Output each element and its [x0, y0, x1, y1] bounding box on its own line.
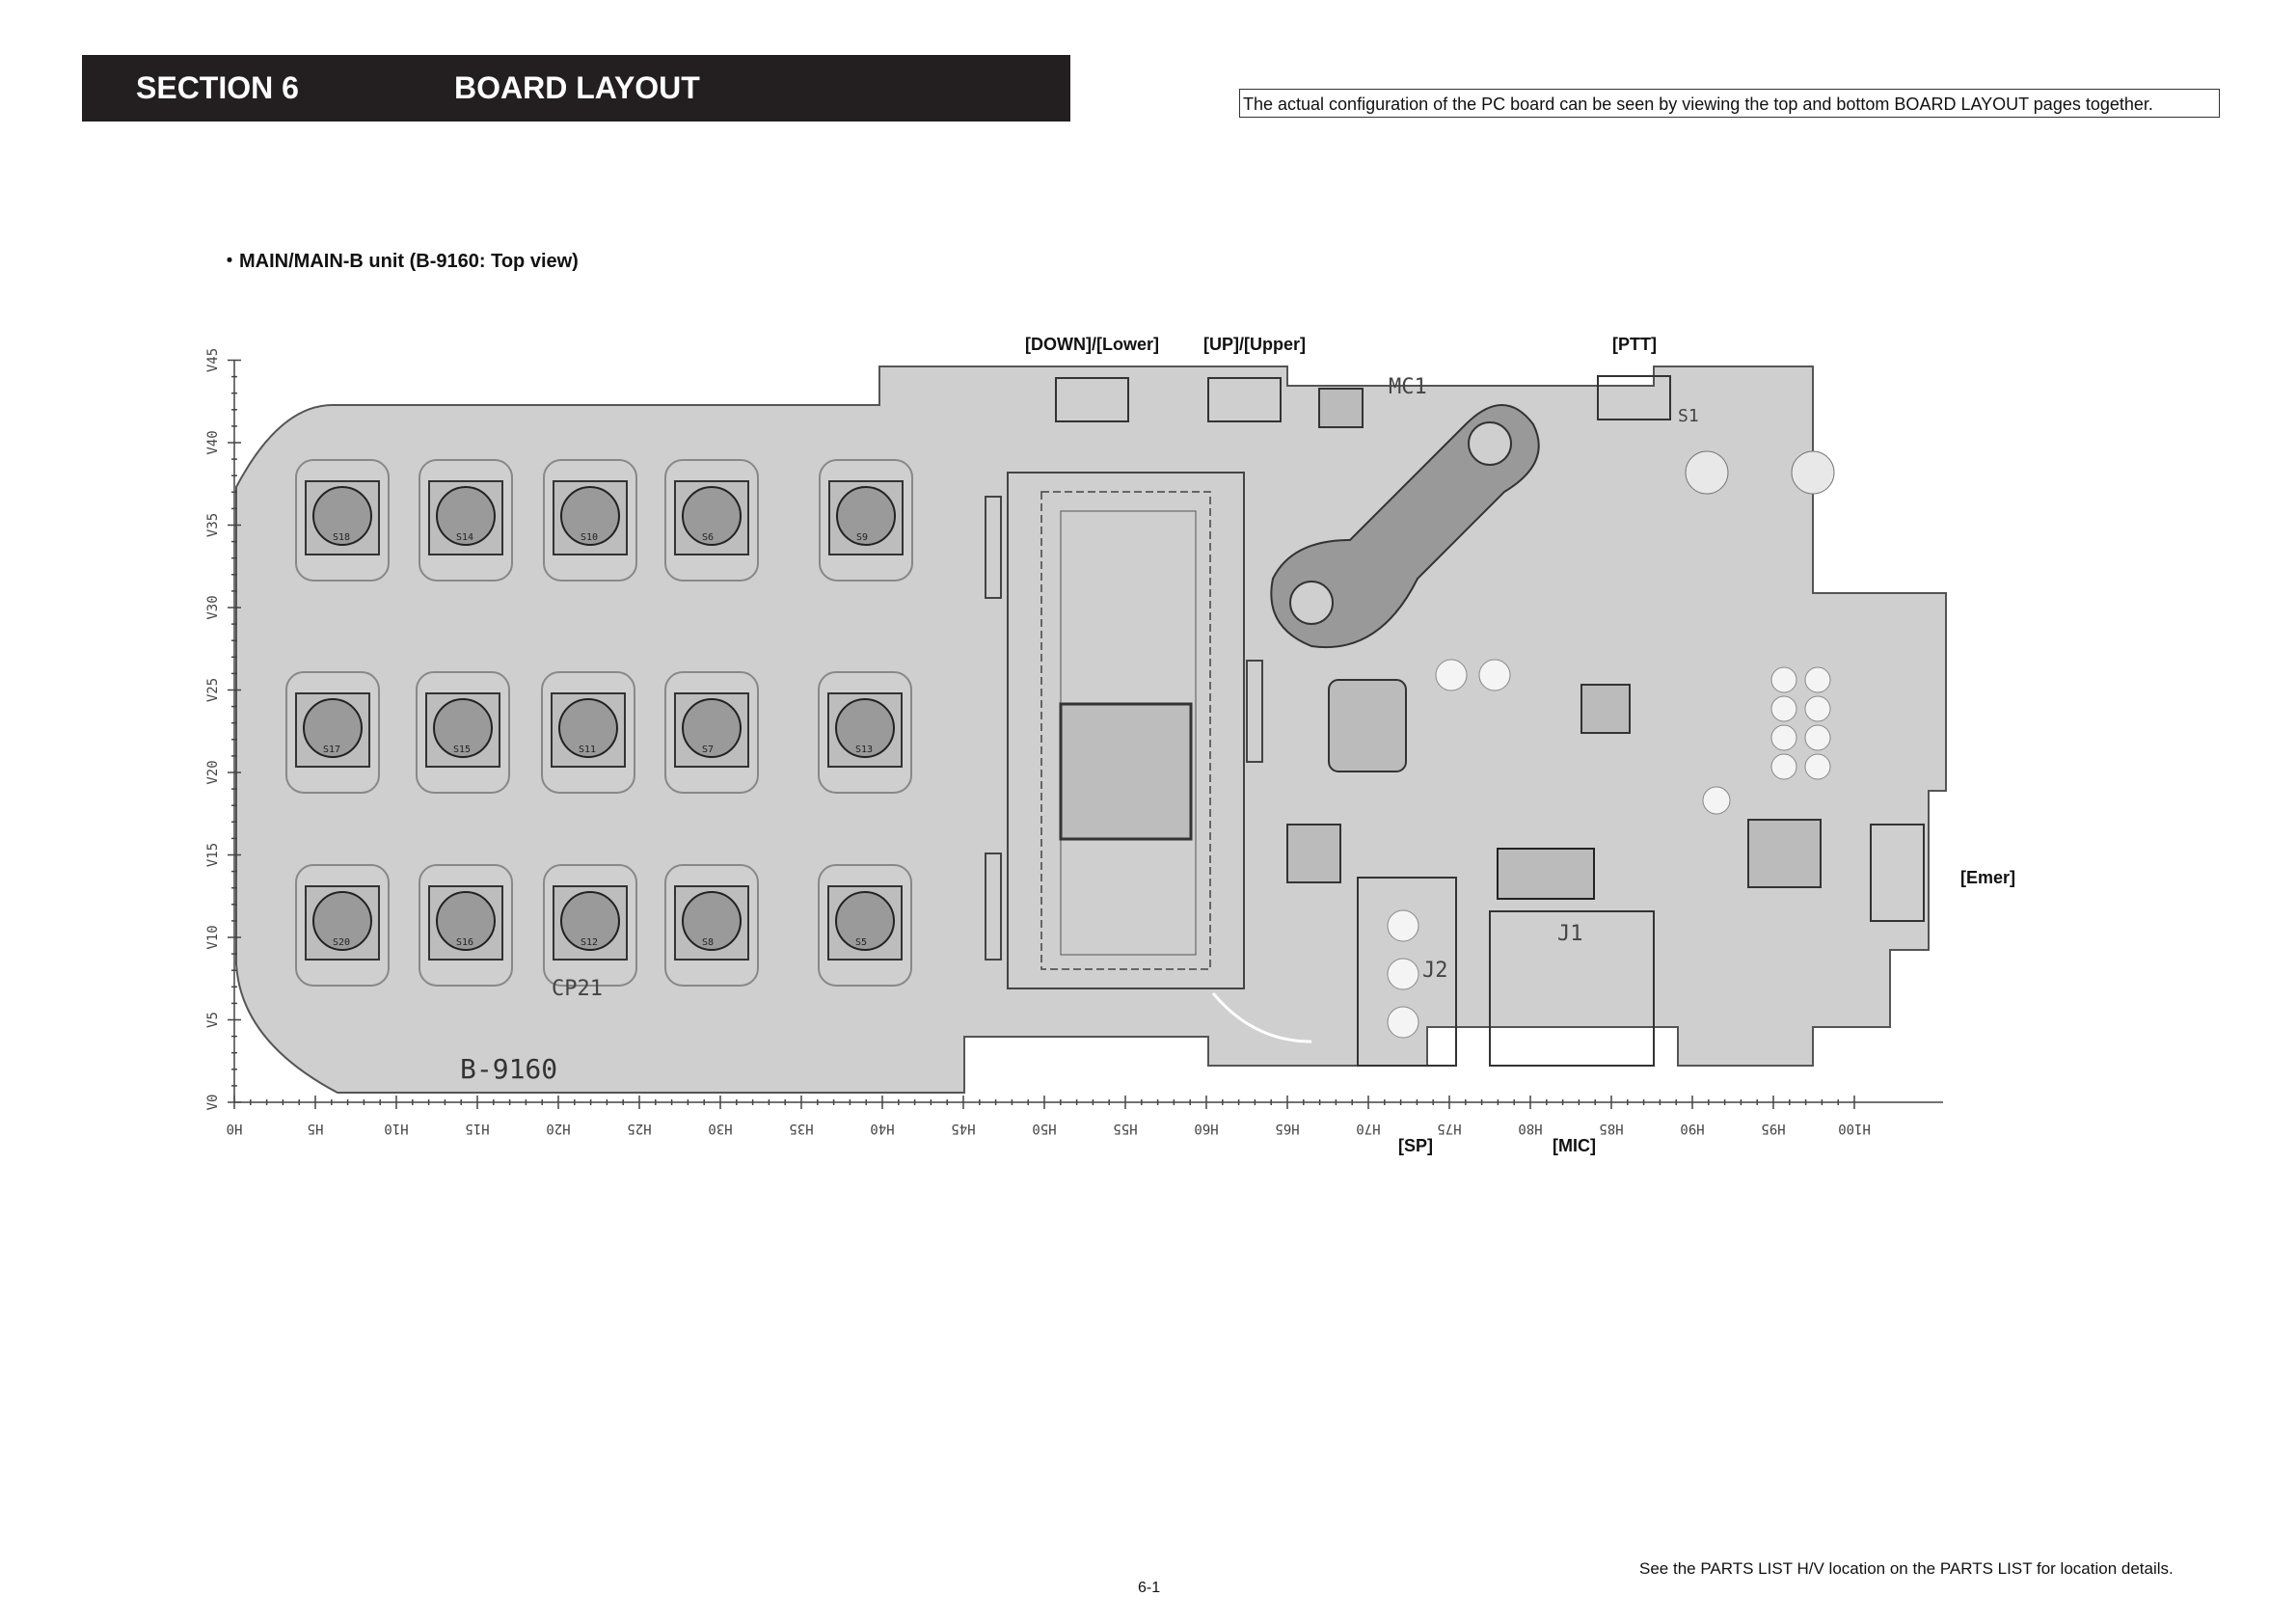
key-switch-label: S16 [456, 937, 473, 948]
cpu-ic [1059, 702, 1193, 841]
mc1-slot [1270, 404, 1540, 649]
callout-ptt: [PTT] [1612, 335, 1657, 354]
s2-up-switch [1207, 377, 1282, 422]
v-ruler-label: V45 [205, 348, 221, 372]
silk-j2: J2 [1422, 959, 1448, 983]
h-ruler-label: H75 [1437, 1121, 1461, 1136]
section-title: BOARD LAYOUT [454, 70, 700, 105]
key-switch: S6 [664, 459, 759, 582]
v-ruler-label: V0 [205, 1095, 221, 1111]
key-switch: S14 [419, 459, 513, 582]
key-switch: S5 [818, 864, 912, 987]
section-header: SECTION 6 BOARD LAYOUT [82, 55, 1070, 122]
silk-s1: S1 [1678, 406, 1699, 426]
key-switch: S10 [543, 459, 637, 582]
key-switch-label: S9 [856, 532, 868, 543]
s-emer-switch [1870, 824, 1925, 922]
h-ruler-label: H50 [1032, 1121, 1056, 1136]
key-switch: S17 [285, 671, 380, 794]
parts-list-note: See the PARTS LIST H/V location on the P… [1639, 1559, 2174, 1578]
page-number: 6-1 [1138, 1580, 1161, 1596]
h-ruler-label: H90 [1680, 1121, 1704, 1136]
key-switch-label: S15 [453, 744, 471, 755]
h-ruler-label: H70 [1356, 1121, 1380, 1136]
callout-down-lower: [DOWN]/[Lower] [1025, 335, 1159, 354]
key-switch-label: S11 [579, 744, 596, 755]
v-ruler-label: V35 [205, 513, 221, 537]
key-switch-label: S17 [323, 744, 340, 755]
silk-mc1: MC1 [1389, 375, 1427, 399]
h-ruler-label: H65 [1275, 1121, 1299, 1136]
lcd-connector-outline [1007, 472, 1245, 989]
v-ruler-label: V25 [205, 678, 221, 702]
key-switch-label: S14 [456, 532, 473, 543]
silk-cp21: CP21 [552, 977, 603, 1001]
s3-down-switch [1055, 377, 1129, 422]
key-switch-label: S20 [333, 937, 350, 948]
h-ruler-label: H15 [465, 1121, 489, 1136]
section-number: SECTION 6 [136, 70, 299, 105]
v-ruler-label: V5 [205, 1012, 221, 1028]
h-ruler-label: H95 [1761, 1121, 1785, 1136]
key-switch-label: S8 [702, 937, 714, 948]
callout-up-upper: [UP]/[Upper] [1203, 335, 1306, 354]
key-switch: S18 [295, 459, 390, 582]
h-ruler-label: H5 [308, 1121, 324, 1136]
v-ruler-label: V15 [205, 843, 221, 867]
v-ruler-label: V40 [205, 430, 221, 454]
key-switch: S16 [419, 864, 513, 987]
h-ruler-label: H85 [1599, 1121, 1623, 1136]
unit-title: ・MAIN/MAIN-B unit (B-9160: Top view) [220, 251, 579, 272]
v-ruler-label: V30 [205, 595, 221, 619]
h-ruler-label: H25 [627, 1121, 651, 1136]
callout-sp: [SP] [1398, 1136, 1433, 1155]
h-ruler-label: H80 [1518, 1121, 1542, 1136]
key-switch: S7 [664, 671, 759, 794]
h-ruler-label: H60 [1194, 1121, 1218, 1136]
silk-j1: J1 [1557, 922, 1583, 946]
key-switch: S8 [664, 864, 759, 987]
key-switch-label: S18 [333, 532, 350, 543]
h-ruler-label: H30 [708, 1121, 732, 1136]
board-id-label: B-9160 [460, 1053, 557, 1085]
j2-jack [1357, 877, 1457, 1067]
board-config-note: The actual configuration of the PC board… [1239, 89, 2220, 118]
h-ruler-label: H40 [870, 1121, 894, 1136]
callout-mic: [MIC] [1553, 1136, 1596, 1155]
key-switch-label: S6 [702, 532, 714, 543]
h-ruler-label: H55 [1113, 1121, 1137, 1136]
j1-jack [1489, 910, 1655, 1067]
s1-ptt-switch [1597, 375, 1671, 420]
key-switch-label: S13 [855, 744, 873, 755]
key-switch: S13 [818, 671, 912, 794]
v-ruler-label: V10 [205, 925, 221, 949]
key-switch-label: S5 [855, 937, 867, 948]
h-ruler-label: H0 [227, 1121, 243, 1136]
key-switch-label: S7 [702, 744, 714, 755]
key-switch: S15 [416, 671, 510, 794]
h-ruler-label: H100 [1838, 1121, 1871, 1136]
v-ruler-label: V20 [205, 760, 221, 784]
h-ruler-label: H35 [789, 1121, 813, 1136]
key-switch: S20 [295, 864, 390, 987]
h-ruler-label: H10 [384, 1121, 408, 1136]
h-ruler-label: H45 [951, 1121, 975, 1136]
key-switch-label: S12 [581, 937, 598, 948]
key-switch: S12 [543, 864, 637, 987]
callout-emer: [Emer] [1960, 868, 2016, 887]
mp13-block [1328, 679, 1407, 772]
h-ruler-label: H20 [546, 1121, 570, 1136]
key-switch-label: S10 [581, 532, 598, 543]
key-switch: S9 [819, 459, 913, 582]
key-switch: S11 [541, 671, 635, 794]
